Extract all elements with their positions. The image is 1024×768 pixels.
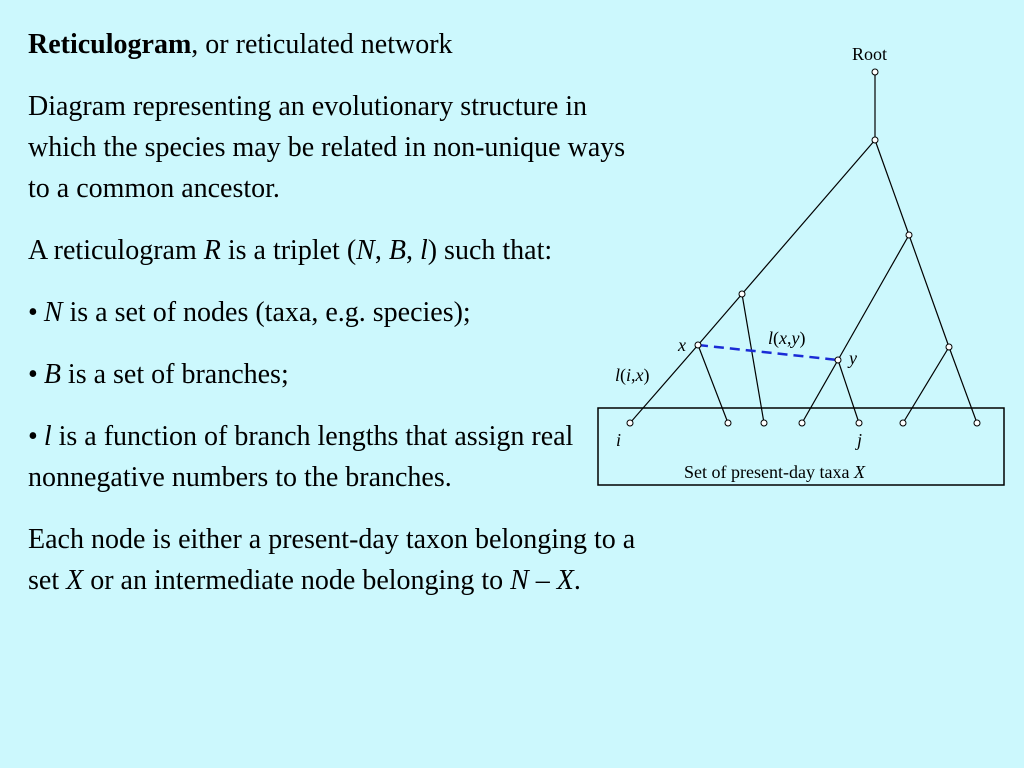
internal-node: [905, 231, 913, 239]
tree-edge: [801, 359, 839, 424]
triplet-paragraph: A reticulogram R is a triplet (N, B, l) …: [28, 230, 648, 271]
bullet-symbol: •: [28, 297, 38, 328]
definition-paragraph: Diagram representing an evolutionary str…: [28, 91, 626, 204]
var-x: X: [66, 565, 84, 596]
triplet-suffix: ) such that:: [427, 235, 553, 266]
box-caption: Set of present-day taxa X: [684, 462, 866, 482]
bullet-var: l: [43, 421, 52, 452]
node-description: Each node is either a present-day taxon …: [28, 519, 648, 601]
triplet-prefix: A reticulogram: [28, 235, 204, 266]
node-y-label: y: [847, 348, 857, 368]
internal-node: [738, 290, 746, 298]
var-l: l: [419, 235, 428, 266]
edge-label-lix: l(i,x): [615, 365, 650, 386]
title-line: Reticulogram, or reticulated network: [28, 24, 648, 65]
bullet-var: N: [43, 297, 63, 328]
reticulation-edge: [697, 343, 839, 362]
bullet-item: •B is a set of branches;: [28, 354, 648, 395]
tree-edge: [697, 293, 743, 346]
tree-edge: [629, 344, 699, 424]
tree-nodes: [626, 68, 981, 427]
bullet-symbol: •: [28, 421, 38, 452]
tree-edge: [741, 293, 765, 424]
triplet-mid: is a triplet (: [220, 235, 357, 266]
triplet-sep1: ,: [374, 235, 389, 266]
leaf-node: [798, 419, 806, 427]
expr-dash: –: [528, 565, 557, 596]
tree-edge: [902, 346, 950, 424]
reticulogram-diagram: Root x y i j l(x,y) l(i,x) Set of presen…: [595, 40, 1015, 490]
leaf-node: [724, 419, 732, 427]
expr-x: X: [556, 565, 574, 596]
bullet-symbol: •: [28, 359, 38, 390]
var-r: R: [203, 235, 221, 266]
root-node: [871, 68, 879, 76]
internal-node: [871, 136, 879, 144]
tree-edge: [908, 234, 950, 348]
title-rest: , or reticulated network: [191, 29, 453, 60]
node-x-label: x: [677, 335, 686, 355]
tree-edge: [837, 359, 860, 424]
leaf-i-label: i: [616, 430, 621, 450]
var-b: B: [388, 235, 406, 266]
bullet-item: •N is a set of nodes (taxa, e.g. species…: [28, 292, 648, 333]
var-n: N: [356, 235, 375, 266]
tree-edge: [697, 344, 729, 424]
node-x: [694, 341, 702, 349]
bullet-item: •l is a function of branch lengths that …: [28, 416, 648, 498]
bullet-text: is a set of branches;: [60, 359, 289, 390]
root-label: Root: [852, 44, 887, 64]
tree-edge: [874, 139, 910, 236]
expr-n: N: [510, 565, 529, 596]
node-desc-part1: Each node is either a present-day taxon …: [28, 524, 636, 596]
bullet-text: is a function of branch lengths that ass…: [28, 421, 574, 493]
edge-label-lxy: l(x,y): [768, 328, 806, 349]
leaf-node: [760, 419, 768, 427]
node-desc-part2: or an intermediate node belonging to: [83, 565, 511, 596]
leaf-node-j: [855, 419, 863, 427]
node-y: [834, 356, 842, 364]
node-desc-end: .: [573, 565, 581, 596]
bullet-var: B: [43, 359, 61, 390]
tree-edges: [629, 72, 978, 424]
tree-edge: [741, 139, 876, 295]
leaf-j-label: j: [855, 430, 862, 450]
internal-node: [945, 343, 953, 351]
leaf-node: [899, 419, 907, 427]
leaf-node-i: [626, 419, 634, 427]
bullet-text: is a set of nodes (taxa, e.g. species);: [62, 297, 471, 328]
diagram-svg: Root x y i j l(x,y) l(i,x) Set of presen…: [597, 44, 1005, 486]
tree-edge: [948, 346, 978, 424]
present-taxa-box: [597, 407, 1005, 486]
tree-edge: [837, 234, 910, 361]
triplet-sep2: ,: [405, 235, 420, 266]
title-term: Reticulogram: [28, 29, 192, 60]
text-column: Reticulogram, or reticulated network Dia…: [28, 24, 648, 622]
leaf-node: [973, 419, 981, 427]
